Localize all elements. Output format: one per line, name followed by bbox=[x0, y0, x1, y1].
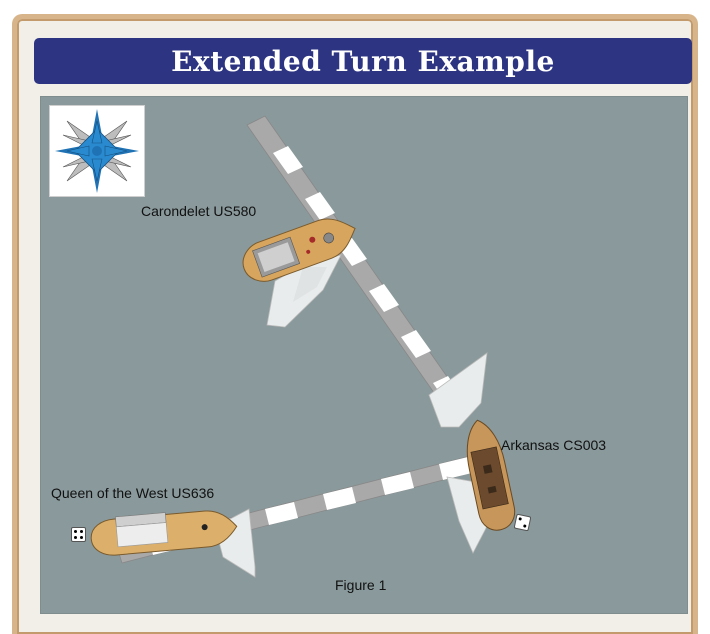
arkansas-turn-template-top bbox=[428, 352, 488, 428]
carondelet-label: Carondelet US580 bbox=[141, 203, 257, 219]
page-title: Extended Turn Example bbox=[34, 38, 692, 84]
compass-rose-icon bbox=[49, 105, 145, 197]
die-icon bbox=[513, 513, 532, 532]
queen-label: Queen of the West US636 bbox=[51, 485, 215, 501]
carondelet-ship bbox=[242, 218, 356, 282]
figure-caption: Figure 1 bbox=[335, 577, 387, 593]
die-icon bbox=[71, 527, 86, 542]
board-drawing bbox=[90, 115, 516, 578]
queen-ship bbox=[90, 510, 238, 556]
arkansas-ship bbox=[466, 419, 516, 531]
arkansas-label: Arkansas CS003 bbox=[501, 437, 607, 453]
carondelet-turn-template bbox=[266, 254, 342, 328]
game-board: Carondelet US580 Arkansas CS003 Queen of… bbox=[40, 96, 688, 614]
